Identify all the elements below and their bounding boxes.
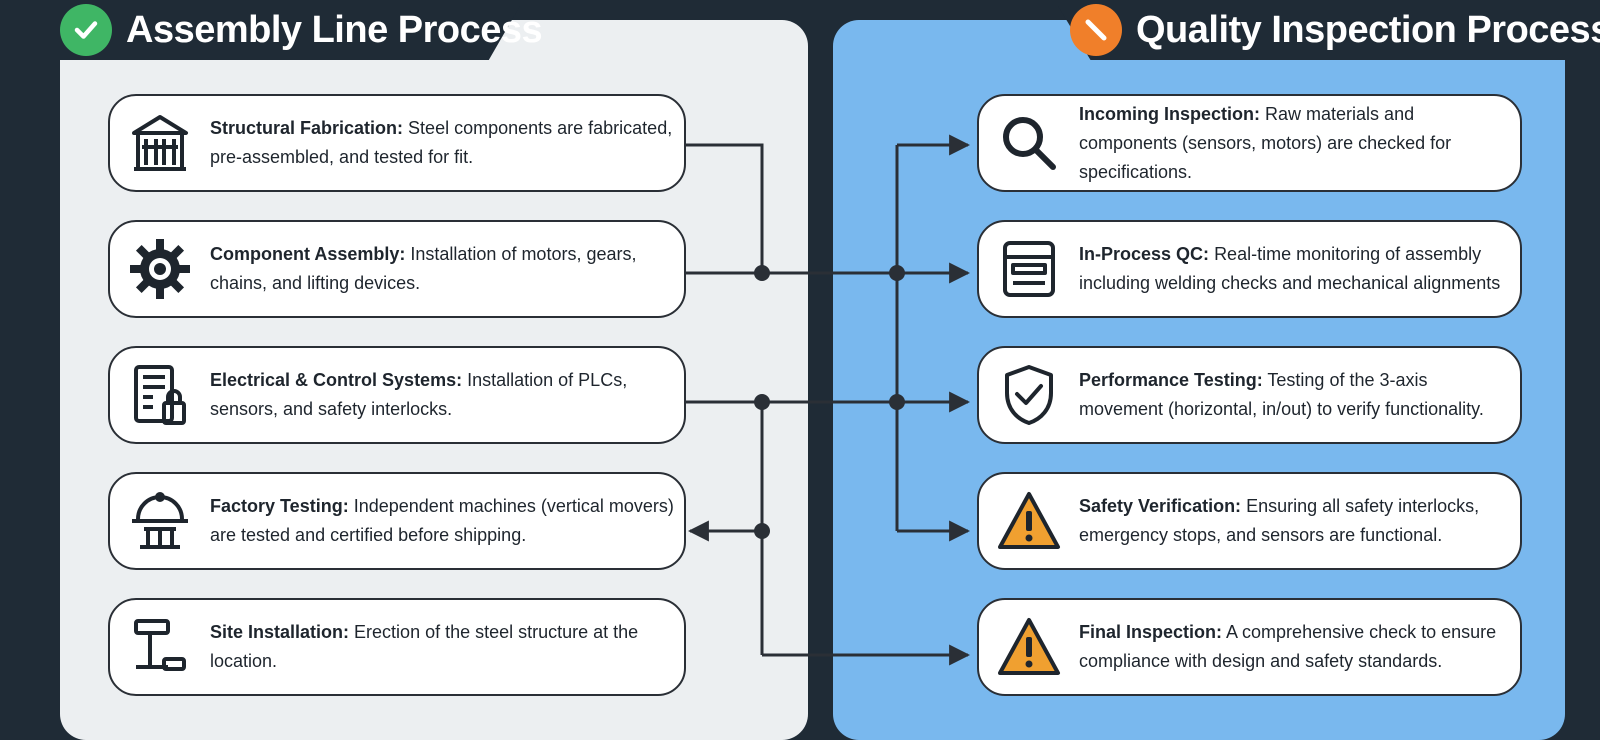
step-desc: Installation of motors, gears, chains, a… — [210, 244, 637, 293]
check-icon — [60, 4, 112, 56]
assembly-step-2: Component Assembly: Installation of moto… — [108, 220, 686, 318]
building-icon — [110, 111, 210, 175]
warning-icon — [979, 489, 1079, 553]
quality-step-3: Performance Testing: Testing of the 3-ax… — [977, 346, 1522, 444]
step-desc: A comprehensive check to ensure complian… — [1079, 622, 1497, 671]
step-title: Incoming Inspection: — [1079, 103, 1261, 124]
quality-step-5: Final Inspection: A comprehensive check … — [977, 598, 1522, 696]
test-bench-icon — [110, 489, 210, 553]
quality-step-2: In-Process QC: Real-time monitoring of a… — [977, 220, 1522, 318]
step-title: Safety Verification: — [1079, 496, 1242, 516]
monitor-icon — [979, 237, 1079, 301]
step-desc: Steel components are fabricated, pre-ass… — [210, 118, 673, 167]
quality-header: Quality Inspection Process — [1070, 4, 1600, 56]
step-desc: Testing of the 3-axis movement (horizont… — [1079, 370, 1484, 419]
step-desc: Independent machines (vertical movers) a… — [210, 496, 674, 545]
connector-lines — [686, 134, 971, 666]
slash-icon — [1070, 4, 1122, 56]
step-title: Site Installation: — [210, 622, 350, 642]
step-desc: Real-time monitoring of assembly includi… — [1079, 244, 1501, 293]
step-desc: Ensuring all safety interlocks, emergenc… — [1079, 496, 1480, 545]
step-title: Component Assembly: — [210, 244, 406, 264]
warning-icon — [979, 615, 1079, 679]
assembly-title: Assembly Line Process — [126, 8, 543, 51]
step-title: Factory Testing: — [210, 496, 349, 516]
assembly-step-4: Factory Testing: Independent machines (v… — [108, 472, 686, 570]
assembly-step-1: Structural Fabrication: Steel components… — [108, 94, 686, 192]
step-title: In-Process QC: — [1079, 244, 1210, 264]
control-panel-icon — [110, 363, 210, 427]
assembly-step-3: Electrical & Control Systems: Installati… — [108, 346, 686, 444]
step-desc: Installation of PLCs, sensors, and safet… — [210, 370, 628, 419]
gear-icon — [110, 237, 210, 301]
step-desc: Raw materials and components (sensors, m… — [1079, 103, 1452, 182]
step-title: Final Inspection: — [1079, 622, 1223, 642]
quality-step-1: Incoming Inspection: Raw materials and c… — [977, 94, 1522, 192]
step-title: Structural Fabrication: — [210, 118, 404, 138]
assembly-step-5: Site Installation: Erection of the steel… — [108, 598, 686, 696]
quality-title: Quality Inspection Process — [1136, 8, 1600, 51]
step-desc: Erection of the steel structure at the l… — [210, 622, 639, 671]
assembly-header: Assembly Line Process — [60, 4, 543, 56]
quality-step-4: Safety Verification: Ensuring all safety… — [977, 472, 1522, 570]
step-title: Performance Testing: — [1079, 370, 1263, 390]
magnifier-icon — [979, 111, 1079, 175]
step-title: Electrical & Control Systems: — [210, 370, 463, 390]
junction-dots — [754, 265, 905, 539]
quality-header-tab — [1058, 0, 1600, 60]
shield-check-icon — [979, 363, 1079, 427]
installation-icon — [110, 615, 210, 679]
link-fabrication — [686, 143, 764, 273]
